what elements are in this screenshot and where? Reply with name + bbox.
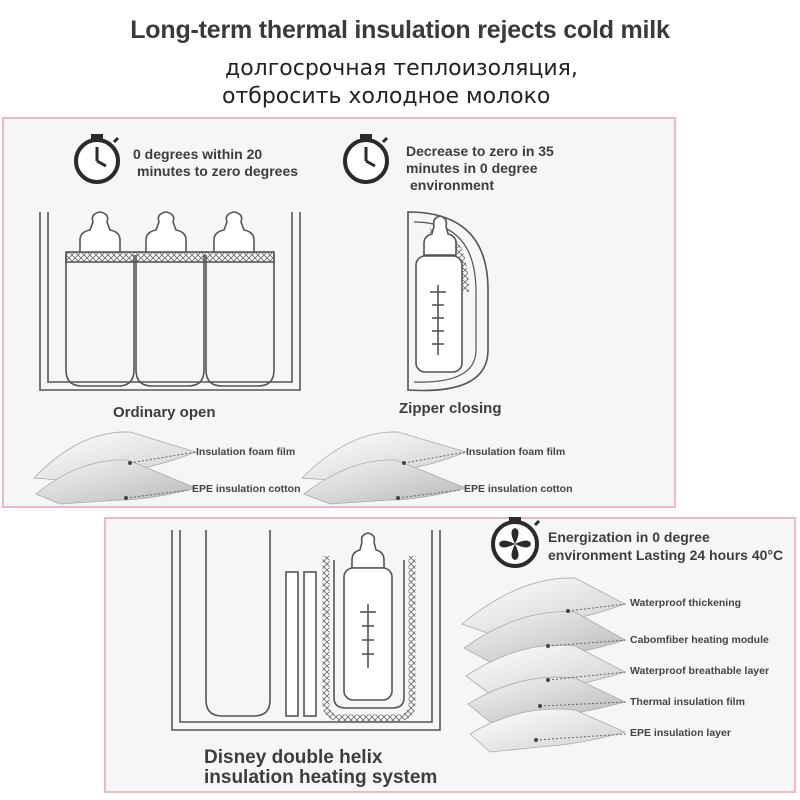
heating-system-illustration <box>171 530 441 731</box>
layer-label: Insulation foam film <box>466 446 566 458</box>
label-zipper-closing: Zipper closing <box>399 400 502 417</box>
title-ru-line2: отбросить холодное молоко <box>222 84 551 109</box>
layer-label: Waterproof thickening <box>630 597 742 609</box>
open-time-caption: 0 degrees within 20 minutes to zero degr… <box>133 146 333 180</box>
stopwatch-icon <box>74 134 120 184</box>
zipper-time-caption-line3: environment <box>410 177 495 193</box>
fan-icon <box>491 517 541 568</box>
layer-label: Thermal insulation film <box>630 696 745 708</box>
energization-caption-line1: Energization in 0 degree <box>548 529 710 545</box>
layer-label: Waterproof breathable layer <box>630 665 770 677</box>
layer-sheets-right <box>301 431 468 505</box>
system-title-line2: insulation heating system <box>204 767 438 788</box>
zipper-time-caption-line2: minutes in 0 degree <box>406 160 538 176</box>
open-time-caption-line2: minutes to zero degrees <box>137 163 299 179</box>
layer-label: EPE insulation cotton <box>192 483 301 495</box>
stopwatch-icon <box>343 134 389 184</box>
energization-caption-line2: environment Lasting 24 hours 40°C <box>548 547 784 563</box>
open-time-caption-line1: 0 degrees within 20 <box>133 146 263 162</box>
layer-label: Cabomfiber heating module <box>630 634 769 646</box>
system-title: Disney double helix insulation heating s… <box>204 748 437 788</box>
bottom-panel <box>104 517 796 793</box>
header: Long-term thermal insulation rejects col… <box>0 0 800 118</box>
label-ordinary-open: Ordinary open <box>113 404 216 421</box>
layer-label: EPE insulation cotton <box>464 483 573 495</box>
energization-caption: Energization in 0 degree environment Las… <box>548 528 798 564</box>
layer-label: Insulation foam film <box>196 446 296 458</box>
layer-sheets-bottom <box>461 577 627 753</box>
layer-label: EPE insulation layer <box>630 727 731 739</box>
open-bag-illustration <box>39 211 301 391</box>
zipper-bag-illustration <box>407 211 489 392</box>
system-title-line1: Disney double helix <box>204 747 383 768</box>
title-en: Long-term thermal insulation rejects col… <box>130 16 670 44</box>
title-ru-line1: долгосрочная теплоизоляция, <box>225 56 578 81</box>
layer-sheets-left <box>33 431 198 505</box>
zipper-time-caption-line1: Decrease to zero in 35 <box>406 143 554 159</box>
zipper-time-caption: Decrease to zero in 35 minutes in 0 degr… <box>406 143 606 194</box>
